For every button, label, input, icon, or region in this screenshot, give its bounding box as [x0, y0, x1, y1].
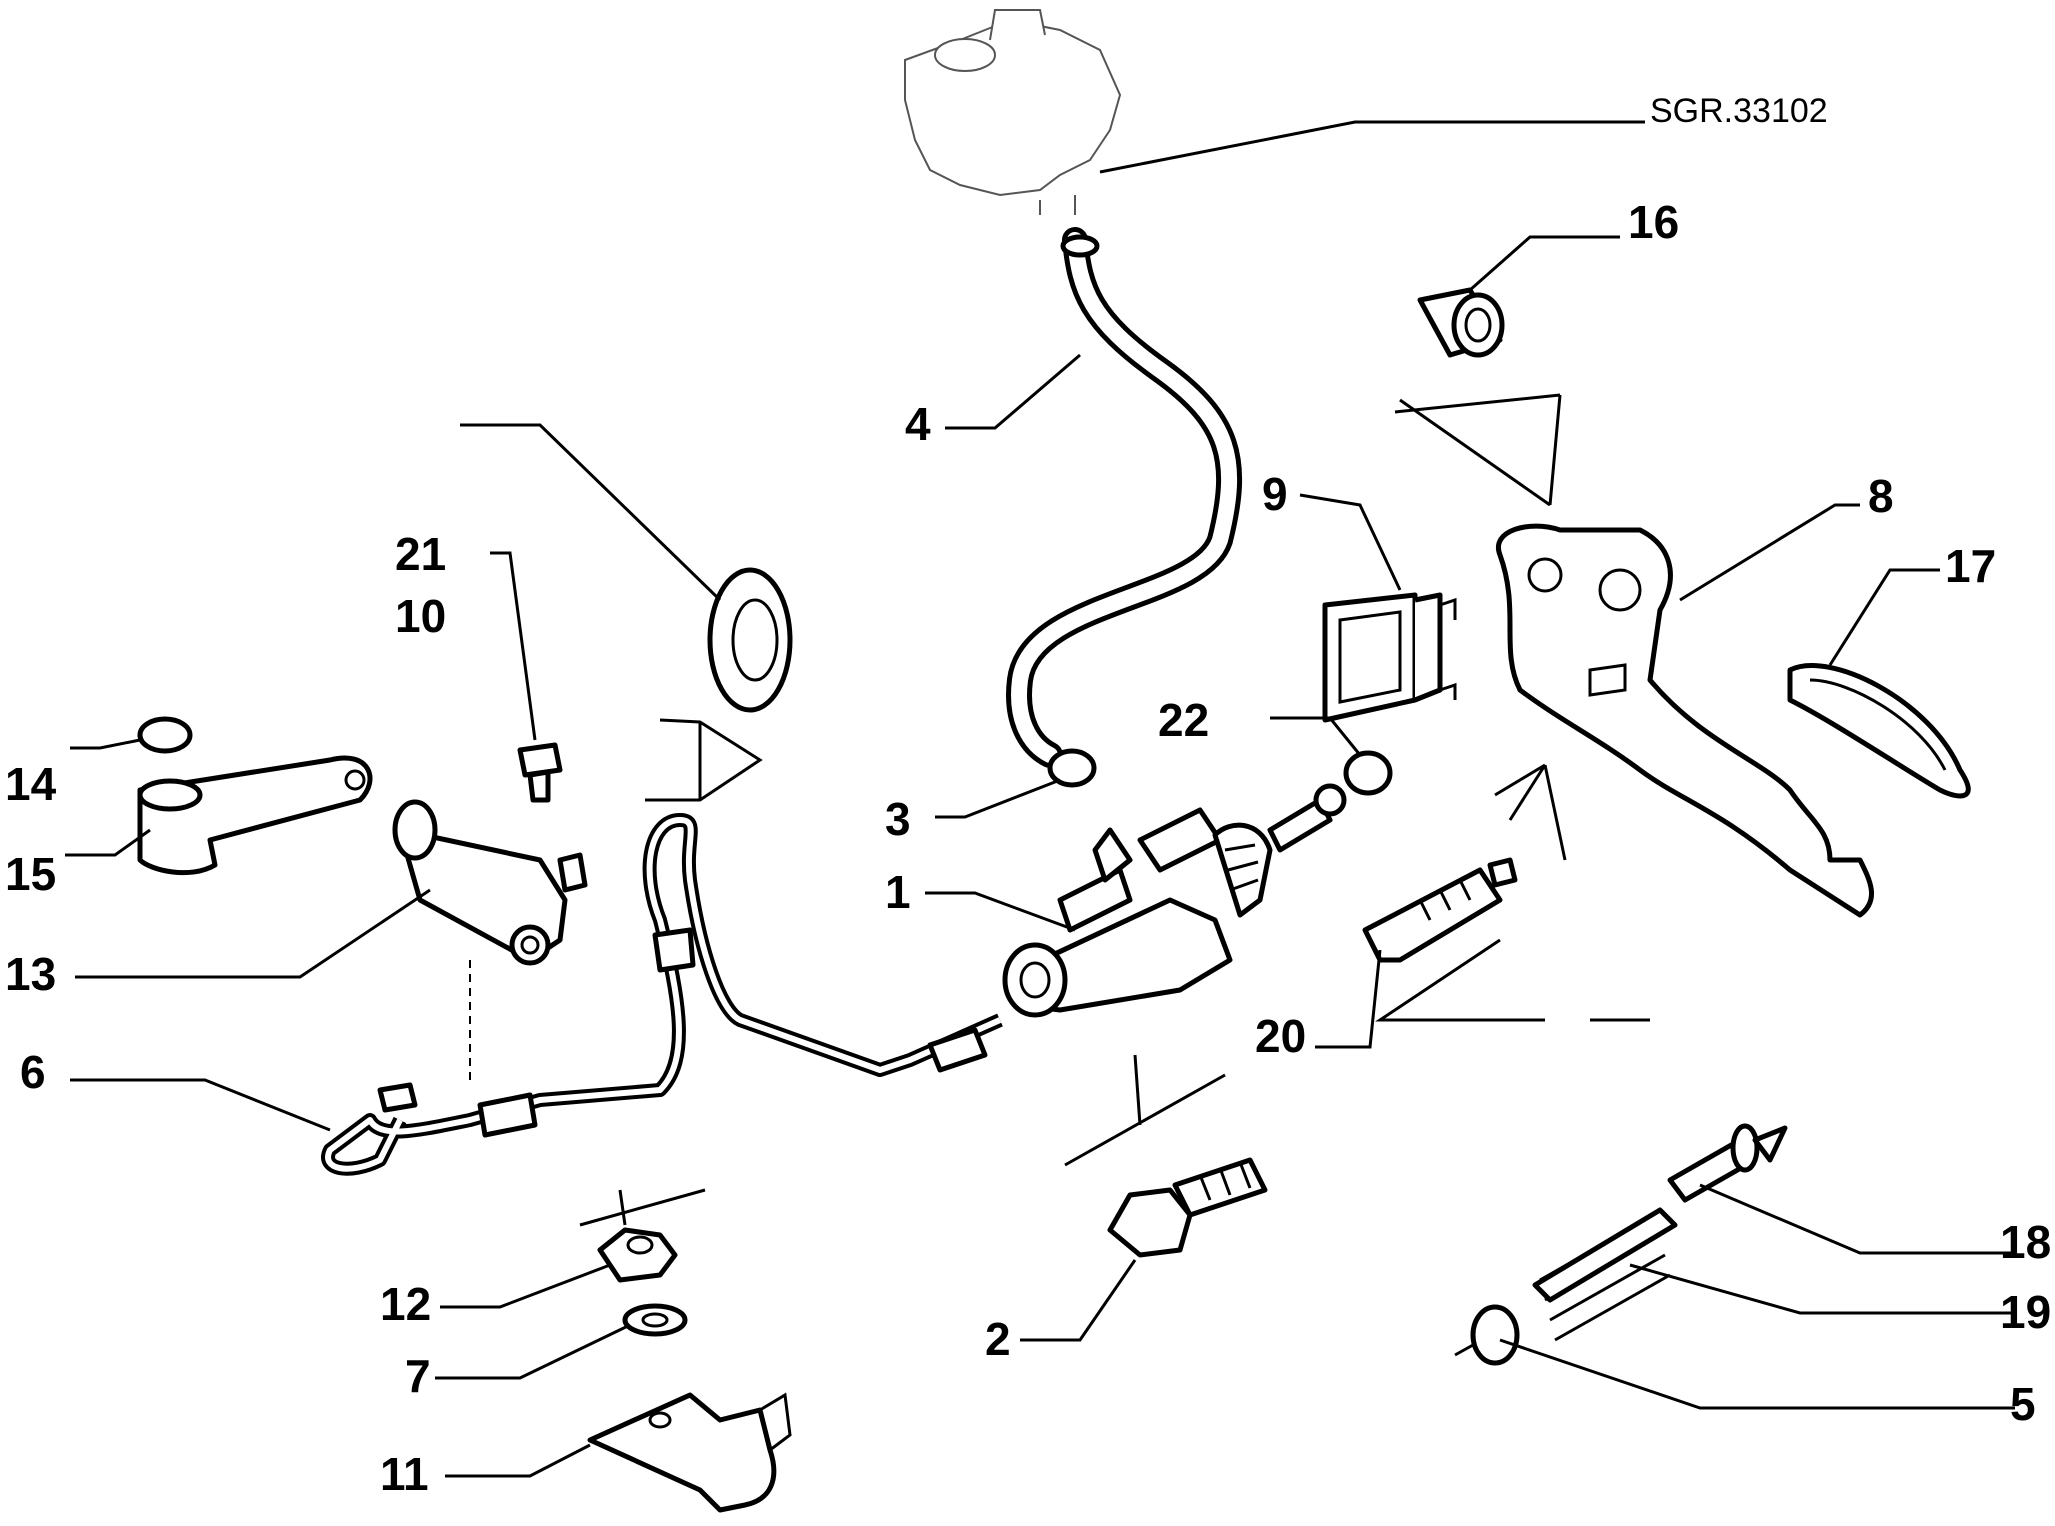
callout-2: 2 [985, 1313, 1011, 1365]
callout-22: 22 [1158, 694, 1209, 746]
fluid-reservoir [904, 9, 1122, 215]
callout-12: 12 [380, 1278, 431, 1330]
flat-washer [622, 1303, 688, 1337]
callout-17: 17 [1945, 540, 1996, 592]
callout-13: 13 [5, 948, 56, 1000]
clutch-slave-cylinder [392, 799, 588, 1080]
callout-21: 21 [395, 528, 446, 580]
callout-20: 20 [1255, 1010, 1306, 1062]
lever-clip [137, 716, 193, 754]
screw [517, 742, 563, 803]
callout-16: 16 [1628, 196, 1679, 248]
callout-10: 10 [395, 590, 446, 642]
seal-ring [1343, 750, 1393, 796]
reservoir-hose [1006, 227, 1243, 768]
pedal-bushing [1417, 287, 1505, 358]
callout-5: 5 [2010, 1378, 2036, 1430]
callout-14: 14 [5, 758, 57, 810]
callout-15: 15 [5, 848, 56, 900]
callout-19: 19 [2000, 1286, 2051, 1338]
callout-1: 1 [885, 866, 911, 918]
pedal-pin [1667, 1123, 1788, 1203]
release-lever [137, 755, 373, 876]
callout-8: 8 [1868, 470, 1894, 522]
callout-9: 9 [1262, 468, 1288, 520]
callout-7: 7 [405, 1350, 431, 1402]
pedal-sensor [1362, 857, 1518, 963]
spring-washer [1454, 1304, 1520, 1366]
pedal-pad [1787, 663, 1971, 799]
callout-6: 6 [20, 1046, 46, 1098]
reference-code: SGR.33102 [1650, 92, 1828, 130]
pedal-switch [1322, 592, 1457, 723]
callout-11: 11 [380, 1448, 429, 1500]
grommet [707, 567, 793, 713]
callout-4: 4 [905, 398, 931, 450]
callout-3: 3 [885, 793, 911, 845]
hose-clamp [1047, 748, 1097, 788]
pipe-bracket [587, 1392, 792, 1513]
flange-nut [597, 1227, 678, 1283]
clutch-pedal [1495, 523, 1875, 918]
return-spring [1532, 1207, 1678, 1342]
flange-bolt [1107, 1157, 1268, 1258]
leader-lines [65, 120, 2015, 1478]
hydraulic-pipe [321, 813, 1003, 1176]
clutch-master-cylinder [1002, 783, 1347, 1018]
callout-18: 18 [2000, 1216, 2051, 1268]
